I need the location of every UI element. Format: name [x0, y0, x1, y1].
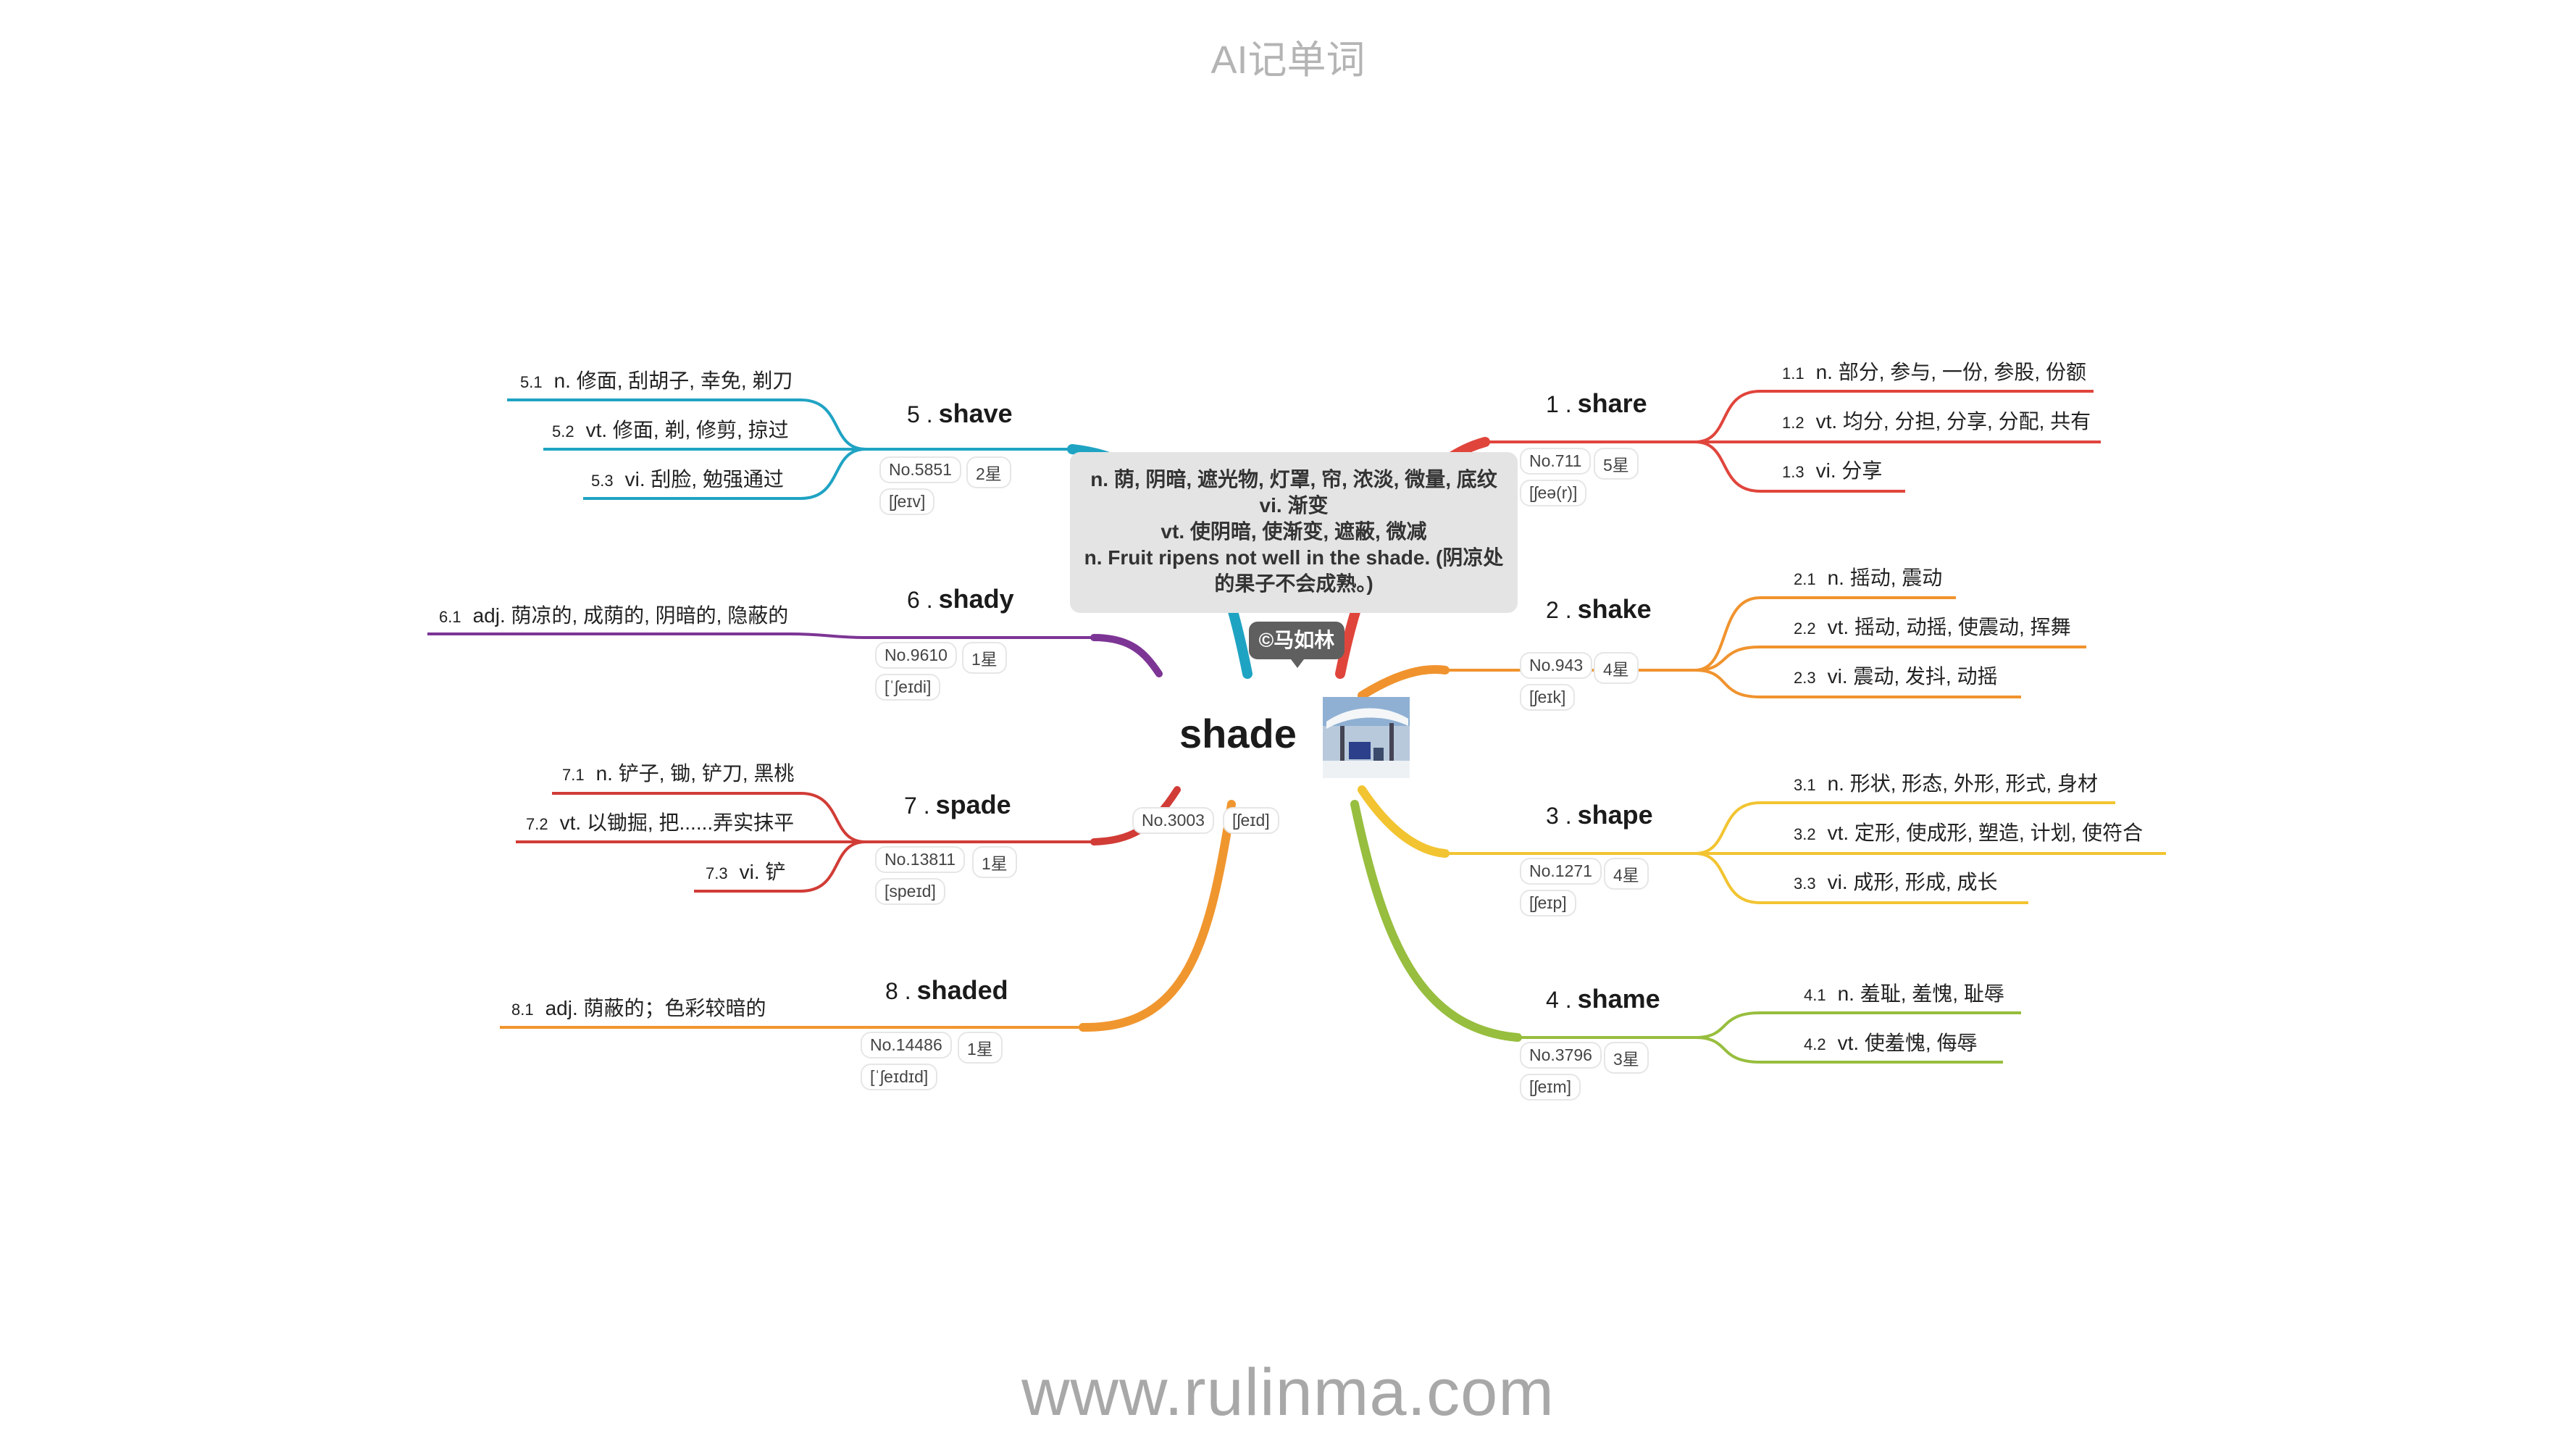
- number-badge: No.711: [1520, 448, 1592, 475]
- sense-link-1-3: [1694, 440, 1905, 493]
- trunk-shaded: [1079, 800, 1236, 1032]
- sense-link-5-1: [507, 398, 866, 451]
- sense-link-2-2: [1694, 646, 2086, 672]
- trunk-shape: [1358, 785, 1450, 858]
- header-title: AI记单词: [1210, 38, 1366, 82]
- word-index: 7 .: [904, 793, 930, 819]
- definition-line: n. 荫, 阴暗, 遮光物, 灯罩, 帘, 浓淡, 微量, 底纹: [1090, 468, 1497, 490]
- sense-link-7-1: [552, 792, 866, 843]
- number-badge: No.1271: [1520, 858, 1602, 885]
- sense-link-7-3: [694, 840, 866, 893]
- word-text: shame: [1577, 984, 1660, 1014]
- sense-link-3-1: [1694, 801, 2115, 855]
- trunk-shake: [1358, 665, 1450, 700]
- phonetic-badge: [ˈʃeɪdi]: [875, 674, 941, 701]
- example-sentence: n. Fruit ripens not well in the shade. (…: [1084, 546, 1504, 595]
- word-text: shaded: [916, 975, 1008, 1005]
- word-node-share[interactable]: 1 .share: [1546, 388, 1647, 419]
- word-node-shake[interactable]: 2 .shake: [1546, 594, 1652, 625]
- word-index: 5 .: [907, 401, 933, 427]
- word-node-spade[interactable]: 7 .spade: [904, 790, 1011, 820]
- word-index: 6 .: [907, 587, 933, 613]
- number-badge: No.3796: [1520, 1042, 1602, 1069]
- sense-link-4-1: [1694, 1011, 2021, 1039]
- star-badge: 1星: [958, 1032, 1003, 1064]
- center-word: shade: [1179, 711, 1297, 756]
- phonetic-badge: [ˈʃeɪdɪd]: [861, 1064, 938, 1090]
- definition-tooltip: n. 荫, 阴暗, 遮光物, 灯罩, 帘, 浓淡, 微量, 底纹 vi. 渐变 …: [1070, 452, 1518, 613]
- trunk-shame: [1350, 800, 1522, 1042]
- sense-link-2-1: [1694, 596, 1956, 672]
- word-text: shake: [1577, 594, 1652, 624]
- word-text: shape: [1577, 800, 1653, 830]
- word-index: 1 .: [1546, 391, 1572, 417]
- sense-link-5-3: [583, 448, 866, 500]
- sense-link-6-1: [427, 632, 866, 639]
- phonetic-badge: [speɪd]: [875, 878, 945, 905]
- word-node-shape[interactable]: 3 .shape: [1546, 800, 1653, 830]
- center-number-badge: No.3003: [1132, 807, 1214, 834]
- word-text: shady: [938, 584, 1014, 614]
- number-badge: No.14486: [861, 1032, 952, 1058]
- star-badge: 3星: [1604, 1042, 1649, 1074]
- footer-url[interactable]: www.rulinma.com: [1021, 1356, 1555, 1429]
- definition-line: vi. 渐变: [1259, 494, 1329, 517]
- star-badge: 1星: [972, 846, 1017, 878]
- star-badge: 5星: [1594, 448, 1639, 480]
- word-text: shave: [938, 398, 1013, 428]
- word-node-shaded[interactable]: 8 .shaded: [885, 975, 1008, 1006]
- word-index: 3 .: [1546, 803, 1572, 829]
- phonetic-badge: [ʃeɪk]: [1520, 684, 1576, 711]
- word-node-shame[interactable]: 4 .shame: [1546, 984, 1660, 1014]
- number-badge: No.13811: [875, 846, 966, 873]
- number-badge: No.943: [1520, 652, 1593, 679]
- star-badge: 2星: [966, 456, 1011, 488]
- phonetic-badge: [ʃeɪp]: [1520, 890, 1576, 916]
- definition-line: vt. 使阴暗, 使渐变, 遮蔽, 微减: [1161, 520, 1427, 543]
- star-badge: 4星: [1604, 858, 1649, 890]
- phonetic-badge: [ʃeɪm]: [1520, 1074, 1581, 1101]
- word-node-shady[interactable]: 6 .shady: [907, 584, 1014, 614]
- star-badge: 1星: [962, 642, 1007, 674]
- trunk-shady: [1090, 634, 1163, 677]
- author-badge: ©马如林: [1249, 622, 1345, 668]
- number-badge: No.5851: [879, 456, 961, 483]
- phonetic-badge: [ʃeɪv]: [879, 488, 935, 515]
- sense-link-4-2: [1694, 1036, 2003, 1064]
- sense-link-1-1: [1694, 390, 2094, 443]
- star-badge: 4星: [1594, 652, 1639, 684]
- sense-link-2-3: [1694, 669, 2021, 698]
- phonetic-badge: [ʃeə(r)]: [1520, 480, 1587, 506]
- word-index: 4 .: [1546, 987, 1572, 1013]
- center-phonetic-badge: [ʃeɪd]: [1223, 807, 1279, 834]
- number-badge: No.9610: [875, 642, 957, 669]
- word-index: 8 .: [885, 978, 911, 1004]
- word-node-shave[interactable]: 5 .shave: [907, 398, 1013, 429]
- word-text: share: [1577, 388, 1647, 418]
- word-text: spade: [935, 790, 1011, 819]
- snowy-shelter-photo: [1323, 697, 1410, 778]
- sense-link-3-3: [1694, 852, 2028, 904]
- word-index: 2 .: [1546, 597, 1572, 623]
